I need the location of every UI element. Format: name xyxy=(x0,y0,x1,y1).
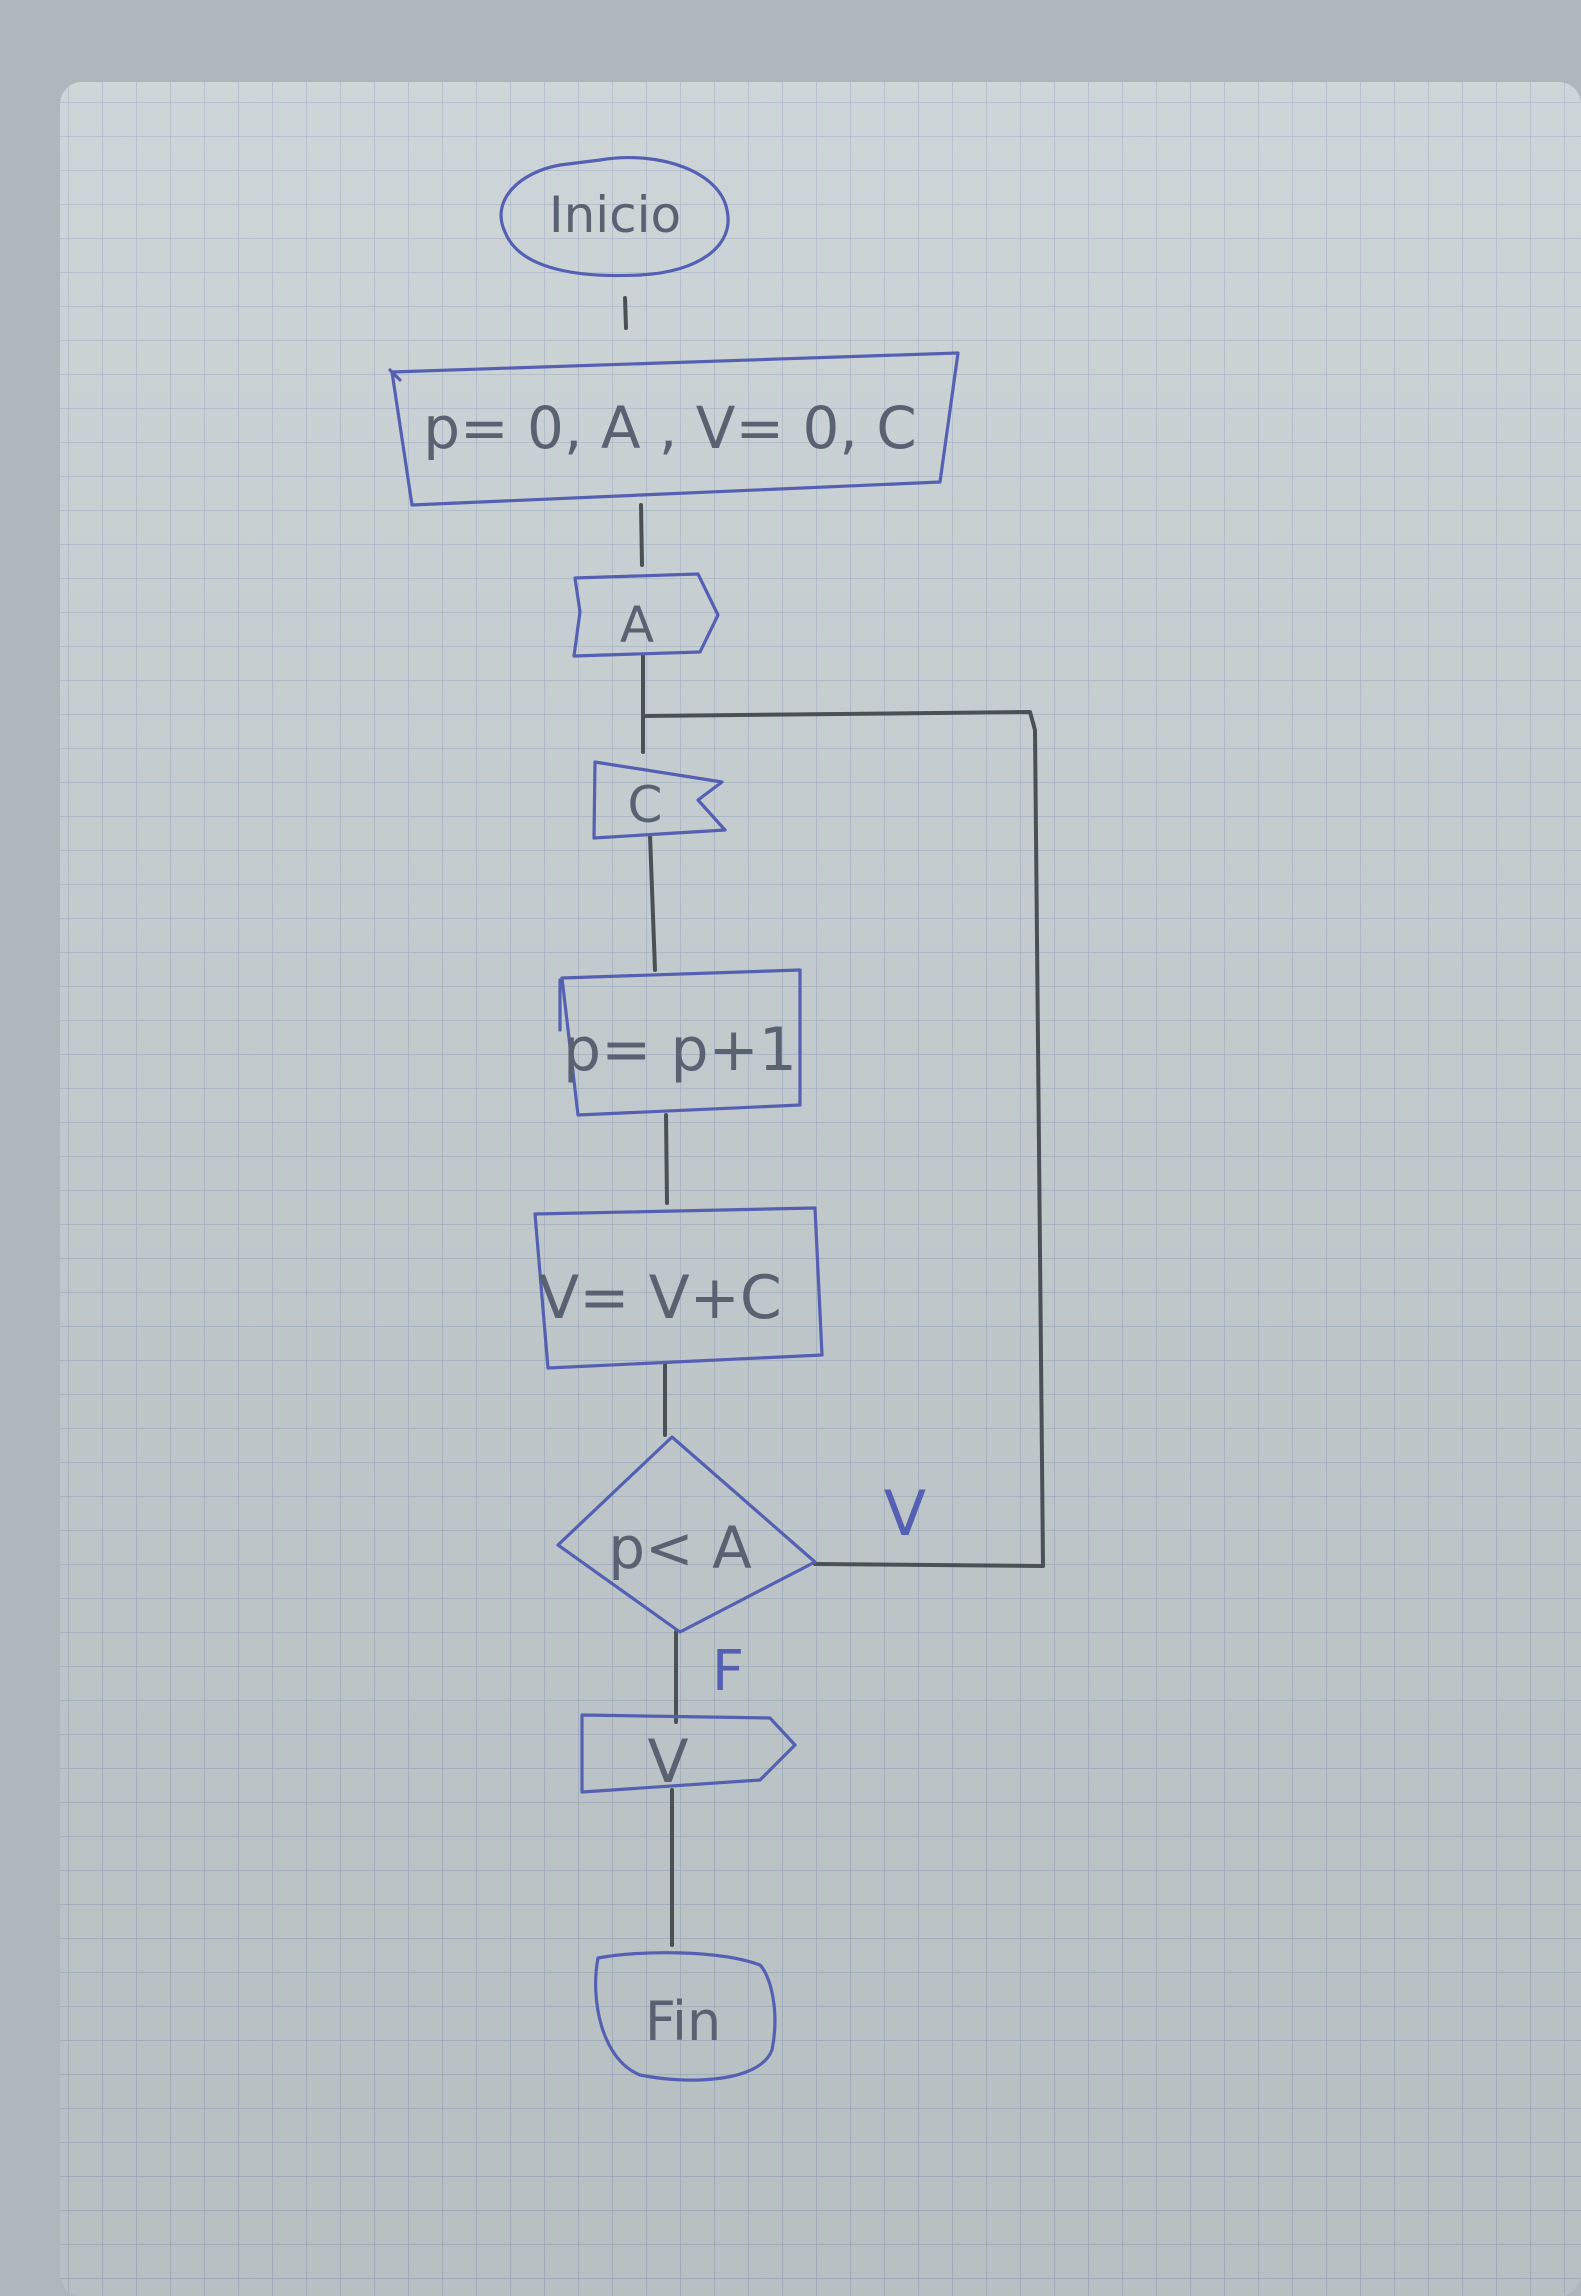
step-v-box xyxy=(533,1206,824,1370)
init-box xyxy=(388,351,960,507)
input-c-label: C xyxy=(628,776,663,834)
false-branch-label: F xyxy=(712,1639,744,1704)
true-branch-label: V xyxy=(884,1477,926,1550)
start-label: Inicio xyxy=(549,186,681,244)
end-label: Fin xyxy=(645,1990,721,2053)
connector-stepP-stepV xyxy=(664,1113,669,1205)
loop-back-line xyxy=(641,710,1045,1568)
decision-label: p< A xyxy=(608,1514,752,1582)
decision-diamond xyxy=(556,1435,817,1634)
step-v-label: V= V+C xyxy=(538,1263,782,1333)
input-a-shape xyxy=(572,572,720,658)
step-p-box xyxy=(558,968,802,1117)
input-a-label: A xyxy=(620,596,654,654)
output-shape xyxy=(580,1713,797,1794)
output-label: V xyxy=(647,1727,688,1797)
connector-init-inputA xyxy=(639,503,644,567)
init-label: p= 0, A , V= 0, C xyxy=(423,394,917,462)
end-terminator xyxy=(594,1951,777,2082)
connector-inputC-stepP xyxy=(648,833,657,972)
input-c-shape xyxy=(592,760,727,840)
step-p-label: p= p+1 xyxy=(563,1015,797,1085)
connector-start-init xyxy=(623,296,628,330)
connector-lines xyxy=(623,296,1045,1947)
start-terminator xyxy=(499,155,730,278)
